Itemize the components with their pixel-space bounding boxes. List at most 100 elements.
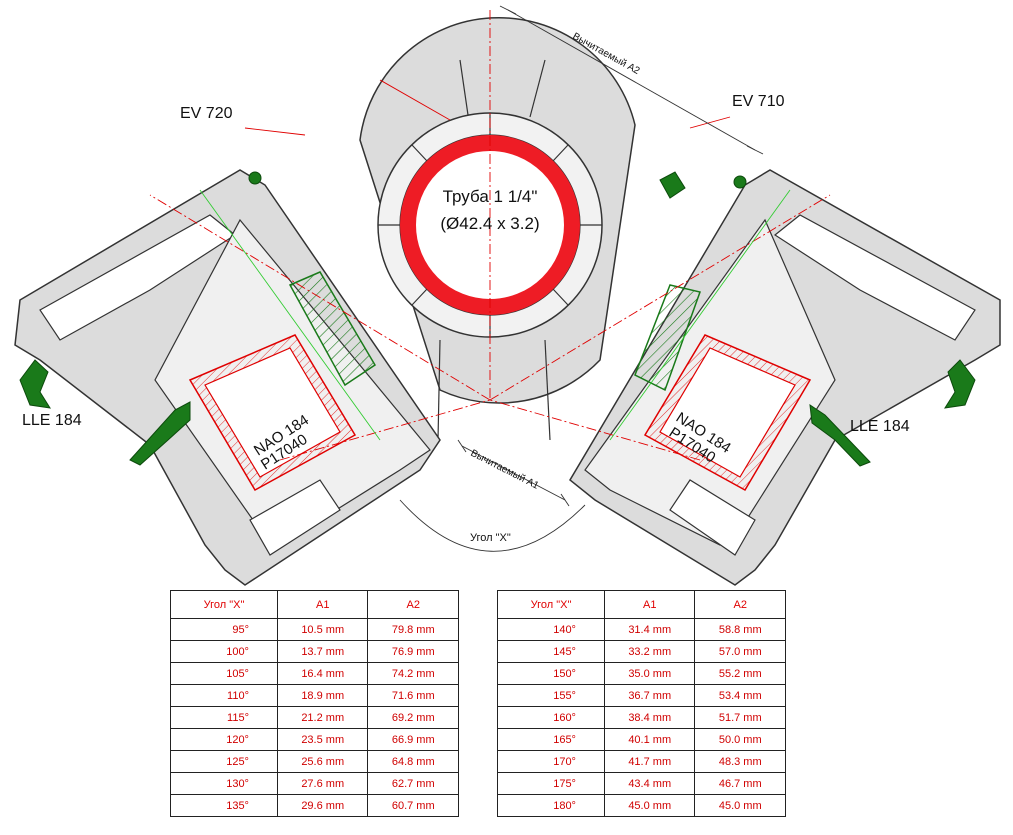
right-reinforcement (643, 334, 812, 492)
angle-cell: 120° (170, 728, 278, 751)
left-reinforcement (188, 334, 357, 492)
a1-cell: 29.6 mm (276, 794, 369, 817)
a1-cell: 10.5 mm (276, 618, 369, 641)
a1-cell: 40.1 mm (603, 728, 696, 751)
column-header: A1 (603, 590, 696, 619)
a2-cell: 69.2 mm (367, 706, 459, 729)
a2-cell: 64.8 mm (367, 750, 459, 773)
angle-cell: 95° (170, 618, 278, 641)
column-header: A2 (367, 590, 459, 619)
angle-x-arc (399, 499, 586, 552)
a2-cell: 48.3 mm (694, 750, 786, 773)
a2-cell: 45.0 mm (694, 794, 786, 817)
a2-cell: 60.7 mm (367, 794, 459, 817)
a2-cell: 57.0 mm (694, 640, 786, 663)
dimension-a2 (499, 5, 764, 155)
a2-cell: 46.7 mm (694, 772, 786, 795)
a1-cell: 45.0 mm (603, 794, 696, 817)
column-header: Угол "X" (497, 590, 605, 619)
a1-cell: 27.6 mm (276, 772, 369, 795)
a1-cell: 41.7 mm (603, 750, 696, 773)
angle-cell: 115° (170, 706, 278, 729)
a1-cell: 13.7 mm (276, 640, 369, 663)
gaskets (19, 171, 976, 467)
a1-cell: 38.4 mm (603, 706, 696, 729)
angle-cell: 130° (170, 772, 278, 795)
a2-cell: 53.4 mm (694, 684, 786, 707)
column-header: A1 (276, 590, 369, 619)
a2-cell: 71.6 mm (367, 684, 459, 707)
dimension-a1 (457, 439, 570, 507)
label-pipe-2: (Ø42.4 x 3.2) (440, 214, 539, 233)
a2-cell: 50.0 mm (694, 728, 786, 751)
window-profile-drawing: EV 720 EV 710 Труба 1 1/4" (Ø42.4 x 3.2)… (14, 5, 1001, 586)
column-header: Угол "X" (170, 590, 278, 619)
angle-cell: 110° (170, 684, 278, 707)
angle-cell: 175° (497, 772, 605, 795)
label-lle-left: LLE 184 (22, 412, 82, 429)
a2-cell: 79.8 mm (367, 618, 459, 641)
angle-cell: 155° (497, 684, 605, 707)
angle-cell: 105° (170, 662, 278, 685)
angle-cell: 145° (497, 640, 605, 663)
a2-cell: 62.7 mm (367, 772, 459, 795)
a1-cell: 16.4 mm (276, 662, 369, 685)
a2-cell: 74.2 mm (367, 662, 459, 685)
a1-cell: 43.4 mm (603, 772, 696, 795)
a1-cell: 36.7 mm (603, 684, 696, 707)
label-lle-right: LLE 184 (850, 418, 910, 435)
a1-cell: 35.0 mm (603, 662, 696, 685)
label-ev710: EV 710 (732, 93, 785, 110)
angle-cell: 125° (170, 750, 278, 773)
center-lines (149, 10, 831, 461)
angle-cell: 140° (497, 618, 605, 641)
angle-cell: 160° (497, 706, 605, 729)
a2-cell: 51.7 mm (694, 706, 786, 729)
a1-cell: 23.5 mm (276, 728, 369, 751)
column-header: A2 (694, 590, 786, 619)
a1-cell: 18.9 mm (276, 684, 369, 707)
a2-cell: 55.2 mm (694, 662, 786, 685)
a1-cell: 25.6 mm (276, 750, 369, 773)
label-angle-x: Угол "X" (470, 532, 511, 544)
angle-cell: 135° (170, 794, 278, 817)
angle-cell: 100° (170, 640, 278, 663)
angle-cell: 150° (497, 662, 605, 685)
a2-cell: 66.9 mm (367, 728, 459, 751)
label-ev720: EV 720 (180, 105, 233, 122)
a1-cell: 33.2 mm (603, 640, 696, 663)
angle-cell: 165° (497, 728, 605, 751)
leader-lines (244, 79, 731, 136)
angle-cell: 170° (497, 750, 605, 773)
label-dim-a1: Вычитаемый A1 (469, 448, 541, 492)
label-pipe-1: Труба 1 1/4" (443, 187, 538, 206)
a1-cell: 31.4 mm (603, 618, 696, 641)
a1-cell: 21.2 mm (276, 706, 369, 729)
green-guides (199, 189, 791, 441)
a2-cell: 58.8 mm (694, 618, 786, 641)
a2-cell: 76.9 mm (367, 640, 459, 663)
angle-cell: 180° (497, 794, 605, 817)
